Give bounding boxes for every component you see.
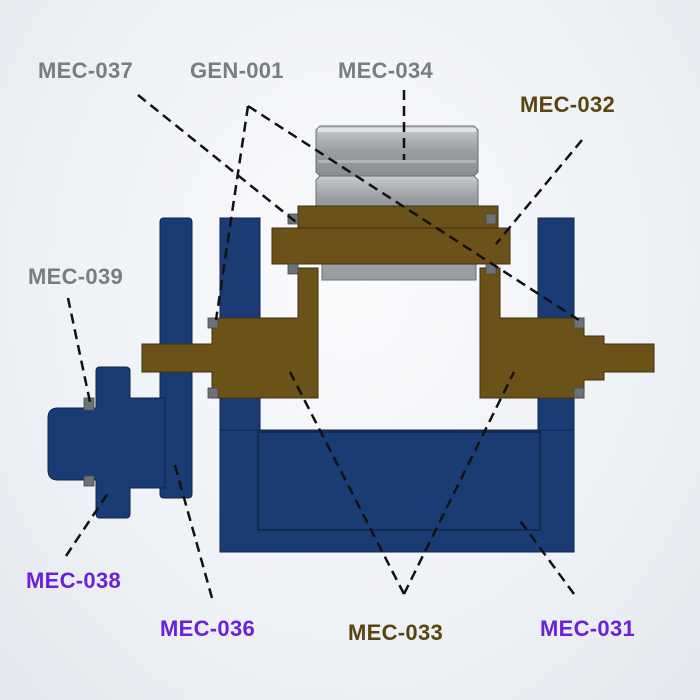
label-mec039: MEC-039 [28,264,124,289]
leader-gen001-a [214,105,250,321]
leader-mec038 [64,489,112,557]
label-mec032: MEC-032 [520,92,616,117]
leader-mec033-b [402,371,516,595]
label-mec038: MEC-038 [26,568,122,593]
base-frame-mec031 [219,217,575,553]
label-mec037: MEC-037 [38,58,134,83]
label-mec034: MEC-034 [338,58,434,83]
label-mec033: MEC-033 [348,620,444,645]
leader-lines [64,90,583,599]
label-mec036: MEC-036 [160,616,256,641]
bracket-mec032 [271,205,511,265]
label-gen001: GEN-001 [190,58,284,83]
label-mec031: MEC-031 [540,616,636,641]
leader-mec039 [66,297,92,403]
hub-mec038 [47,366,166,519]
leader-mec033-a [288,371,406,595]
leader-mec036 [172,461,214,599]
leader-mec032 [495,139,583,245]
leader-mec037 [137,94,297,223]
leader-gen001-b [247,104,583,324]
shaft-assembly-mec033 [141,267,655,399]
